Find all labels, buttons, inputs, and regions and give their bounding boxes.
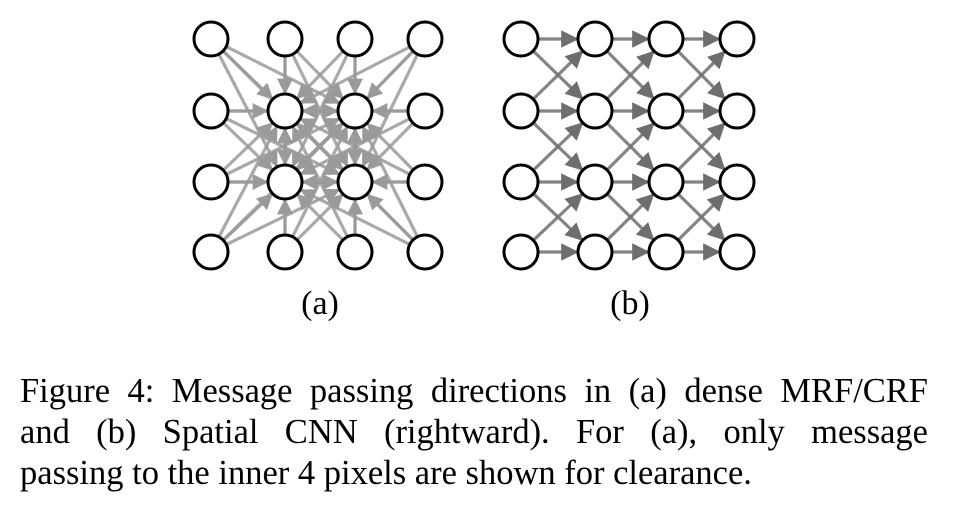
scnn-edges bbox=[532, 30, 726, 261]
caption-line-3: passing to the inner 4 pixels are shown … bbox=[20, 454, 752, 492]
dense-edge bbox=[366, 193, 415, 242]
scnn-edge bbox=[532, 193, 584, 242]
dense-edge bbox=[225, 45, 341, 105]
node bbox=[336, 20, 374, 58]
node bbox=[266, 20, 304, 58]
dense-edge bbox=[225, 188, 341, 247]
node bbox=[192, 163, 230, 201]
dense-edge bbox=[225, 117, 341, 176]
scnn-edge bbox=[532, 122, 584, 172]
panel-a-dense-crf bbox=[192, 20, 444, 271]
node bbox=[192, 233, 230, 271]
dense-edge bbox=[295, 193, 344, 242]
scnn-edge bbox=[676, 122, 726, 172]
node bbox=[336, 233, 374, 271]
node bbox=[406, 163, 444, 201]
figure-caption: Figure 4: Message passing directions in … bbox=[20, 371, 928, 494]
scnn-edge bbox=[676, 50, 726, 101]
node bbox=[192, 92, 230, 130]
node bbox=[266, 233, 304, 271]
node bbox=[718, 163, 756, 201]
panel-b-spatial-cnn bbox=[502, 20, 756, 271]
scnn-edge bbox=[605, 193, 655, 242]
node bbox=[647, 20, 685, 58]
scnn-edge bbox=[676, 193, 726, 242]
panel-a-label: (a) bbox=[301, 285, 339, 322]
dense-edge bbox=[291, 53, 349, 168]
dense-edge bbox=[217, 53, 279, 168]
scnn-edge bbox=[605, 50, 655, 101]
node bbox=[406, 92, 444, 130]
node bbox=[192, 20, 230, 58]
node bbox=[647, 233, 685, 271]
caption-line-2: and (b) Spatial CNN (rightward). For (a)… bbox=[20, 413, 928, 451]
node bbox=[647, 163, 685, 201]
node bbox=[718, 92, 756, 130]
panel-b-label: (b) bbox=[610, 285, 650, 322]
dense-edge bbox=[366, 121, 415, 171]
node bbox=[576, 163, 614, 201]
node bbox=[576, 20, 614, 58]
scnn-edge bbox=[605, 122, 655, 172]
dense-nodes bbox=[192, 20, 444, 271]
node bbox=[406, 233, 444, 271]
dense-edge bbox=[222, 121, 274, 171]
node bbox=[718, 233, 756, 271]
node bbox=[266, 92, 304, 130]
node bbox=[336, 163, 374, 201]
node bbox=[502, 163, 540, 201]
node bbox=[502, 20, 540, 58]
node bbox=[502, 233, 540, 271]
node bbox=[576, 92, 614, 130]
node bbox=[406, 20, 444, 58]
scnn-edge bbox=[532, 50, 584, 101]
dense-edge bbox=[222, 193, 274, 242]
figure-diagram bbox=[192, 20, 756, 271]
dense-edges bbox=[217, 45, 419, 247]
node bbox=[647, 92, 685, 130]
dense-edge bbox=[295, 121, 344, 171]
dense-edge bbox=[295, 50, 344, 100]
node bbox=[266, 163, 304, 201]
scnn-nodes bbox=[502, 20, 756, 271]
node bbox=[718, 20, 756, 58]
node bbox=[576, 233, 614, 271]
node bbox=[502, 92, 540, 130]
node bbox=[336, 92, 374, 130]
caption-line-1: Figure 4: Message passing directions in … bbox=[20, 372, 928, 410]
dense-edge bbox=[361, 53, 419, 168]
